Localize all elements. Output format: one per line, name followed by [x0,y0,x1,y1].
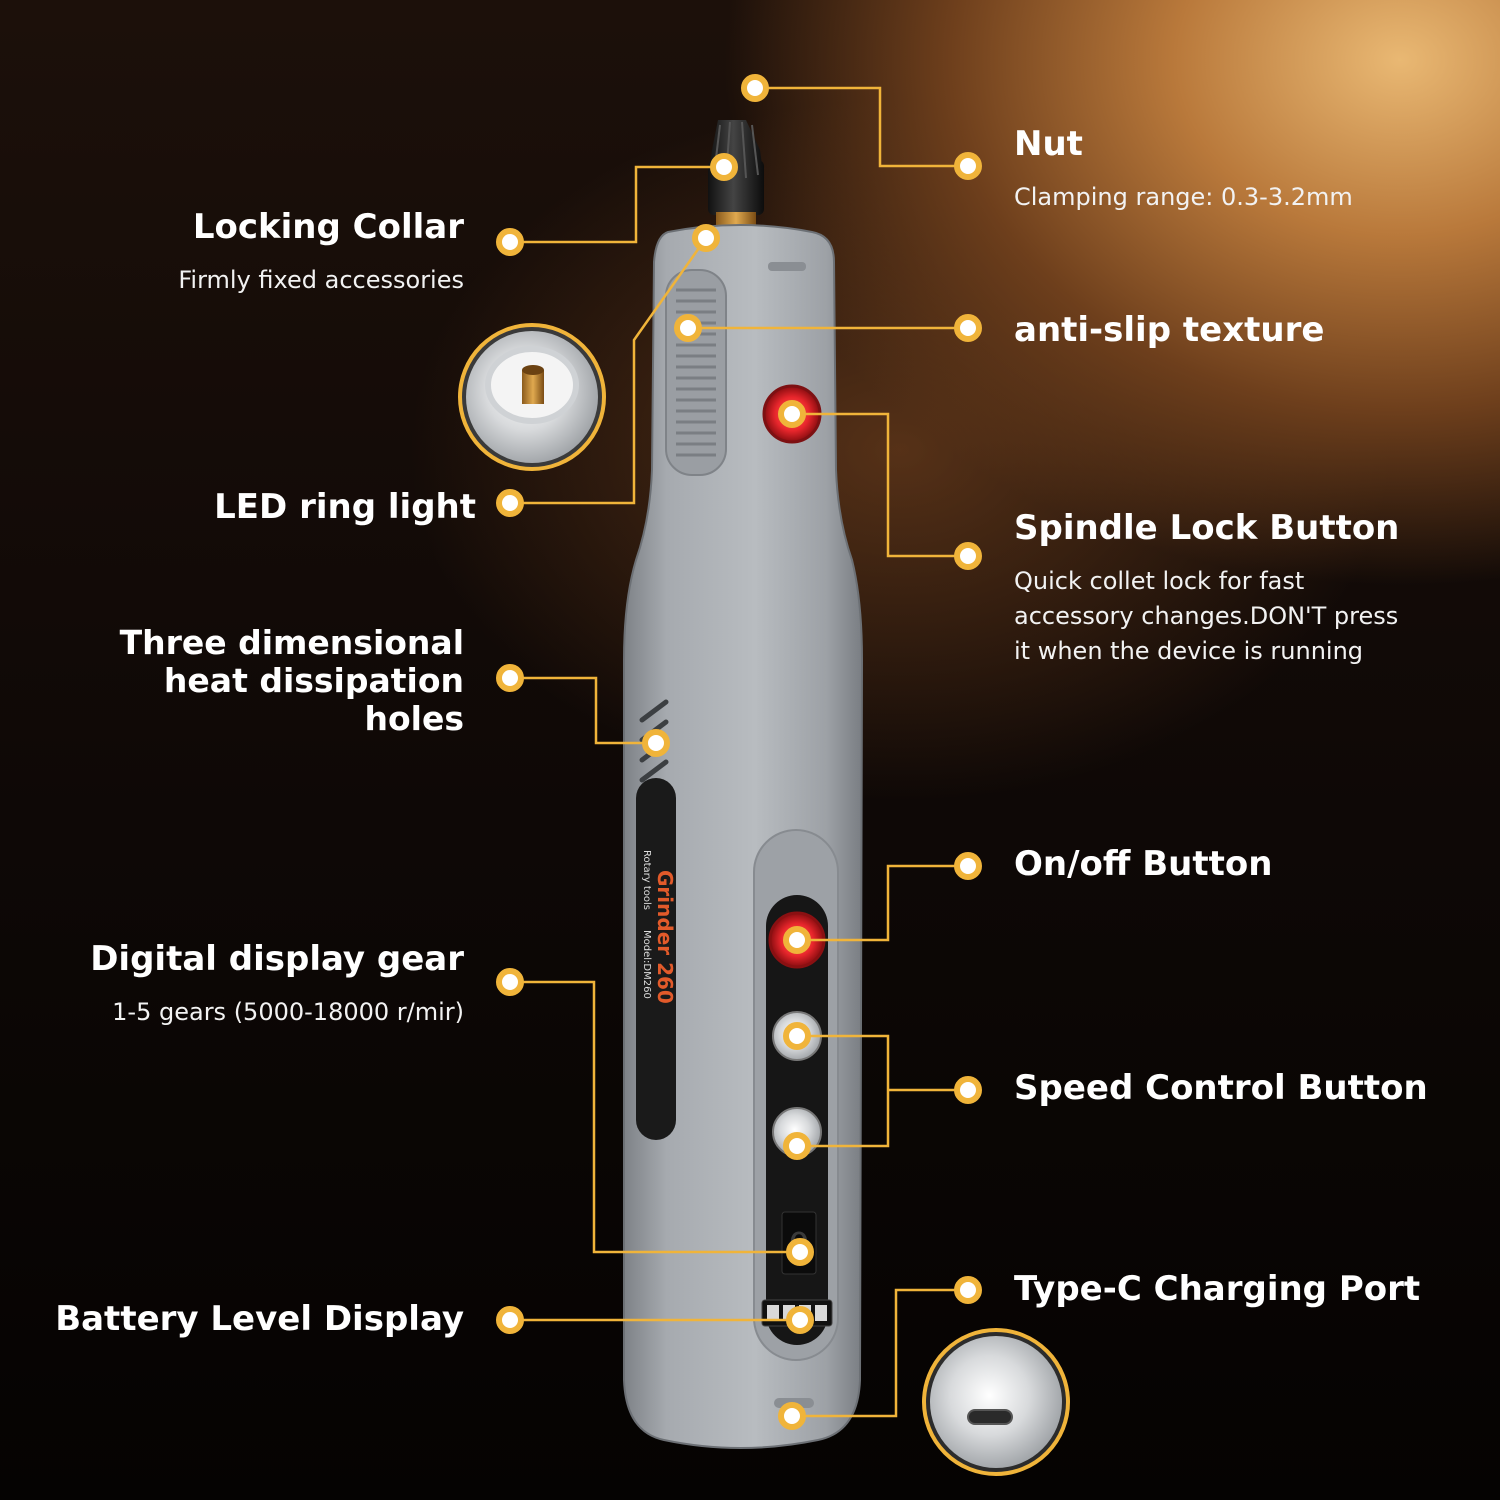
heat-holes-leader [510,676,656,745]
callout-dot [954,542,982,570]
spindle-lock-leader [792,412,968,558]
spindle-lock-title: Spindle Lock Button [1014,508,1400,548]
top-slot [768,262,806,271]
led-ring-leader [510,237,708,505]
callout-dot [496,968,524,996]
callout-dot [954,314,982,342]
brand-name: Grinder 260 [653,870,677,1004]
callout-dot [786,1238,814,1266]
callout-dot [778,1402,806,1430]
callout-dot [783,1022,811,1050]
callout-dot [778,400,806,428]
callout-dot [741,74,769,102]
callout-leaders [510,86,968,1418]
brand-model: Model:DM260 [641,930,652,999]
callout-dot [954,152,982,180]
callout-dot [496,1306,524,1334]
locking-collar-leader [510,165,724,244]
brand-subtitle: Rotary tools [641,850,652,910]
digital-gear-leader [510,980,800,1254]
callout-dot [954,852,982,880]
callout-dots [496,74,982,1430]
anti-slip-title: anti-slip texture [1014,310,1325,350]
typec-title: Type-C Charging Port [1014,1269,1421,1309]
callout-dot [786,1306,814,1334]
callout-dot [954,1076,982,1104]
nut-leader [755,86,968,168]
led-ring-inset [458,323,606,471]
heat-holes-title: Three dimensional heat dissipation holes [119,623,464,738]
callout-dot [674,314,702,342]
battery-title: Battery Level Display [55,1299,464,1339]
callout-dot [692,224,720,252]
rotary-tool-device: Grinder 260 Rotary tools Model:DM260 0 [623,120,864,1449]
brand-panel [636,778,676,1140]
typec-leader [792,1288,968,1418]
typec-inset [922,1328,1070,1476]
anti-slip-ridges [676,288,716,457]
callout-dot [496,228,524,256]
spindle-lock-desc: Quick collet lock for fast accessory cha… [1014,567,1399,665]
digital-gear-title: Digital display gear [90,939,464,979]
nut-desc: Clamping range: 0.3-3.2mm [1014,183,1353,211]
nut-title: Nut [1014,124,1083,164]
onoff-title: On/off Button [1014,844,1273,884]
callout-dot [710,153,738,181]
led-ring-title: LED ring light [214,487,476,527]
brand-text-group: Grinder 260 Rotary tools Model:DM260 [641,850,677,1004]
onoff-leader [797,864,968,942]
callout-dot [642,729,670,757]
speed-title: Speed Control Button [1014,1068,1428,1108]
callout-dot [496,664,524,692]
callout-dot [954,1276,982,1304]
digital-gear-desc: 1-5 gears (5000-18000 r/mir) [112,998,464,1026]
callout-dot [783,926,811,954]
locking-collar-title: Locking Collar [192,207,464,247]
locking-collar-desc: Firmly fixed accessories [178,266,464,294]
callout-dot [496,489,524,517]
callout-dot [783,1132,811,1160]
